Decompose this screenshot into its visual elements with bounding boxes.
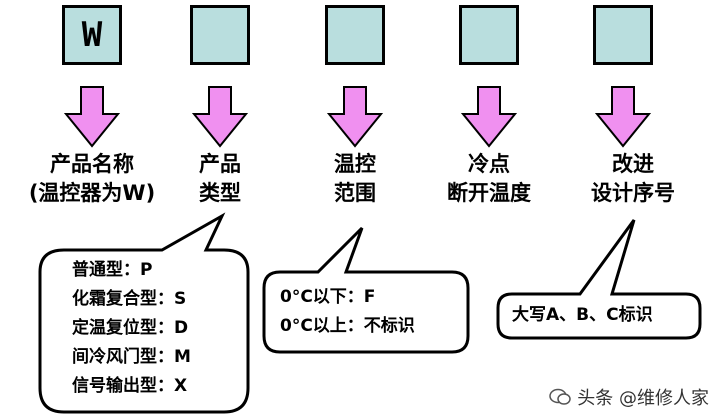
code-box-cut-off-temp — [459, 5, 519, 65]
label-line: 冷点 — [468, 152, 510, 176]
label-line: 改进 — [612, 152, 654, 176]
callout-line: 化霜复合型：S — [72, 289, 187, 309]
label-line: 类型 — [199, 181, 241, 205]
callout-text-design-no: 大写A、B、C标识 — [512, 301, 653, 330]
callout-line: 间冷风门型：M — [72, 347, 191, 367]
down-arrow-icon — [595, 86, 651, 148]
label-line: 范围 — [334, 181, 376, 205]
down-arrow-icon — [327, 86, 383, 148]
callout-product-type — [38, 212, 250, 414]
callout-text-product-type: 普通型：P 化霜复合型：S 定温复位型：D 间冷风门型：M 信号输出型：X — [72, 256, 191, 401]
label-line: 设计序号 — [591, 181, 675, 205]
label-line: 断开温度 — [447, 181, 531, 205]
callout-text-temp-range: 0°C以下：F 0°C以上：不标识 — [280, 283, 415, 341]
code-box-product-type — [190, 5, 250, 65]
callout-line: 定温复位型：D — [72, 318, 189, 338]
code-box-product-name: W — [62, 5, 122, 65]
callout-line: 大写A、B、C标识 — [512, 305, 653, 325]
label-line: 产品 — [199, 152, 241, 176]
watermark-text: 头条 @维修人家 — [577, 388, 709, 409]
callout-temp-range — [262, 226, 470, 354]
down-arrow-icon — [64, 86, 120, 148]
label-cut-off-temp: 冷点 断开温度 — [424, 150, 554, 208]
callout-line: 信号输出型：X — [72, 376, 188, 396]
label-product-name: 产品名称 (温控器为W) — [2, 150, 182, 208]
label-line: 产品名称 — [50, 152, 134, 176]
callout-line: 0°C以下：F — [280, 287, 376, 307]
wechat-logo-icon — [549, 388, 572, 405]
label-product-type: 产品 类型 — [170, 150, 270, 208]
code-letter: W — [81, 15, 103, 55]
callout-line: 0°C以上：不标识 — [280, 316, 415, 336]
code-box-design-no — [593, 5, 653, 65]
down-arrow-icon — [192, 86, 248, 148]
label-line: 温控 — [334, 152, 376, 176]
down-arrow-icon — [461, 86, 517, 148]
watermark: 头条 @维修人家 — [549, 384, 709, 410]
label-design-no: 改进 设计序号 — [568, 150, 698, 208]
code-box-temp-range — [325, 5, 385, 65]
label-line: (温控器为W) — [28, 181, 156, 205]
callout-line: 普通型：P — [72, 260, 153, 280]
label-temp-range: 温控 范围 — [305, 150, 405, 208]
callout-design-no — [496, 219, 702, 340]
